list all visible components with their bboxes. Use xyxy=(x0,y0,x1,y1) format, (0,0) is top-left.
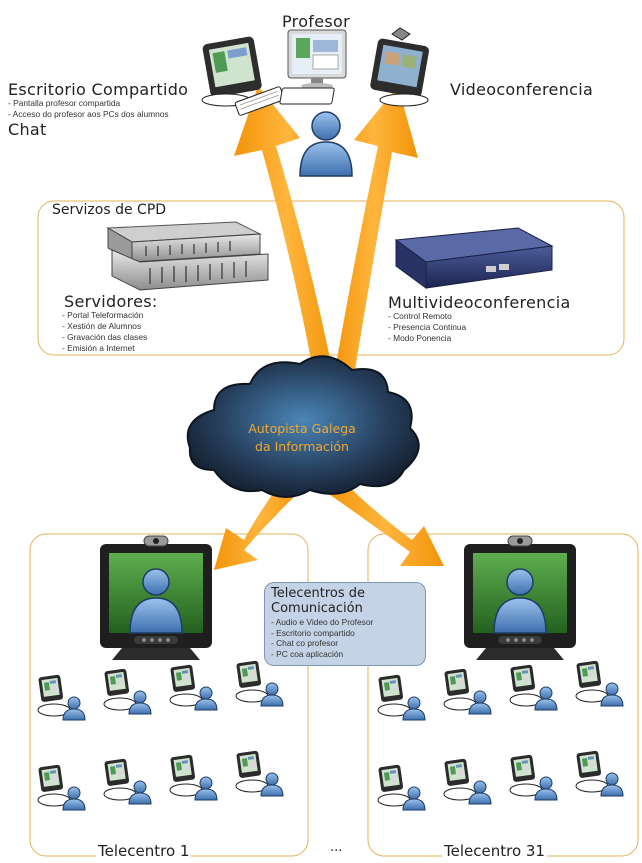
cloud-label-line1: Autopista Galega xyxy=(248,421,356,436)
cloud-label-line2: da Información xyxy=(255,439,349,454)
student-workstation-icon xyxy=(443,667,492,715)
student-workstation-icon xyxy=(37,763,86,811)
student-workstation-icon xyxy=(443,757,492,805)
telecentros-item: Audio e Video do Profesor xyxy=(271,617,419,628)
chat-label: Chat xyxy=(8,120,47,139)
teacher-monitor-icon xyxy=(201,36,262,107)
student-workstation-icon xyxy=(377,673,426,721)
servidores-item: Xestión de Alumnos xyxy=(62,321,147,332)
escritorio-title: Escritorio Compartido xyxy=(8,80,189,99)
telecentros-title-2: Comunicación xyxy=(271,601,363,616)
videoconference-screen-icon xyxy=(99,535,213,661)
student-workstation-icon xyxy=(509,663,558,711)
telecentros-item: Chat co profesor xyxy=(271,638,419,649)
student-workstations-left xyxy=(37,659,284,811)
multivideo-item: Modo Ponencia xyxy=(388,333,466,344)
student-workstation-icon xyxy=(575,659,624,707)
telecentros-info-box: Telecentros de Comunicación Audio e Vide… xyxy=(264,582,426,666)
telecentros-list: Audio e Video do Profesor Escritorio com… xyxy=(271,617,419,659)
servidores-list: Portal Teleformación Xestión de Alumnos … xyxy=(62,310,147,354)
telecentro-1-label: Telecentro 1 xyxy=(96,842,192,860)
videoconference-screen-icon xyxy=(463,535,577,661)
student-workstation-icon xyxy=(37,673,86,721)
telecentros-item: PC coa aplicación xyxy=(271,649,419,660)
telecentros-title-1: Telecentros de xyxy=(271,586,365,601)
multivideo-item: Presencia Continua xyxy=(388,322,466,333)
ellipsis-label: ... xyxy=(330,840,343,855)
cloud-label: Autopista Galega da Información xyxy=(222,420,382,456)
student-workstation-icon xyxy=(509,753,558,801)
student-workstation-icon xyxy=(169,663,218,711)
escritorio-list: Pantalla profesor compartida Acceso do p… xyxy=(8,98,169,120)
server-rack-icon xyxy=(106,221,269,291)
student-workstations-right xyxy=(377,659,624,811)
telecentros-item: Escritorio compartido xyxy=(271,628,419,639)
telecentro-31-label: Telecentro 31 xyxy=(442,842,547,860)
student-workstation-icon xyxy=(103,667,152,715)
videoconferencia-label: Videoconferencia xyxy=(450,80,594,99)
student-workstation-icon xyxy=(235,749,284,797)
mcu-device-icon xyxy=(394,227,554,289)
servidores-item: Emisión a Internet xyxy=(62,343,147,354)
servidores-item: Gravación das clases xyxy=(62,332,147,343)
person-icon xyxy=(299,111,353,177)
multivideo-item: Control Remoto xyxy=(388,311,466,322)
student-workstation-icon xyxy=(377,763,426,811)
multivideo-title: Multivideoconferencia xyxy=(388,293,571,312)
cloud-icon xyxy=(186,355,420,498)
profesor-label: Profesor xyxy=(282,12,350,31)
student-workstation-icon xyxy=(235,659,284,707)
servidores-item: Portal Teleformación xyxy=(62,310,147,321)
escritorio-item: Pantalla profesor compartida xyxy=(8,98,169,109)
servidores-title: Servidores: xyxy=(64,292,158,311)
student-workstation-icon xyxy=(103,757,152,805)
servizos-title: Servizos de CPD xyxy=(50,202,169,218)
teacher-monitor-icon xyxy=(287,29,347,89)
keyboard-icon xyxy=(234,86,335,116)
escritorio-item: Acceso do profesor aos PCs dos alumnos xyxy=(8,109,169,120)
student-workstation-icon xyxy=(169,753,218,801)
teacher-monitor-icon xyxy=(370,27,429,107)
multivideo-list: Control Remoto Presencia Continua Modo P… xyxy=(388,311,466,344)
student-workstation-icon xyxy=(575,749,624,797)
